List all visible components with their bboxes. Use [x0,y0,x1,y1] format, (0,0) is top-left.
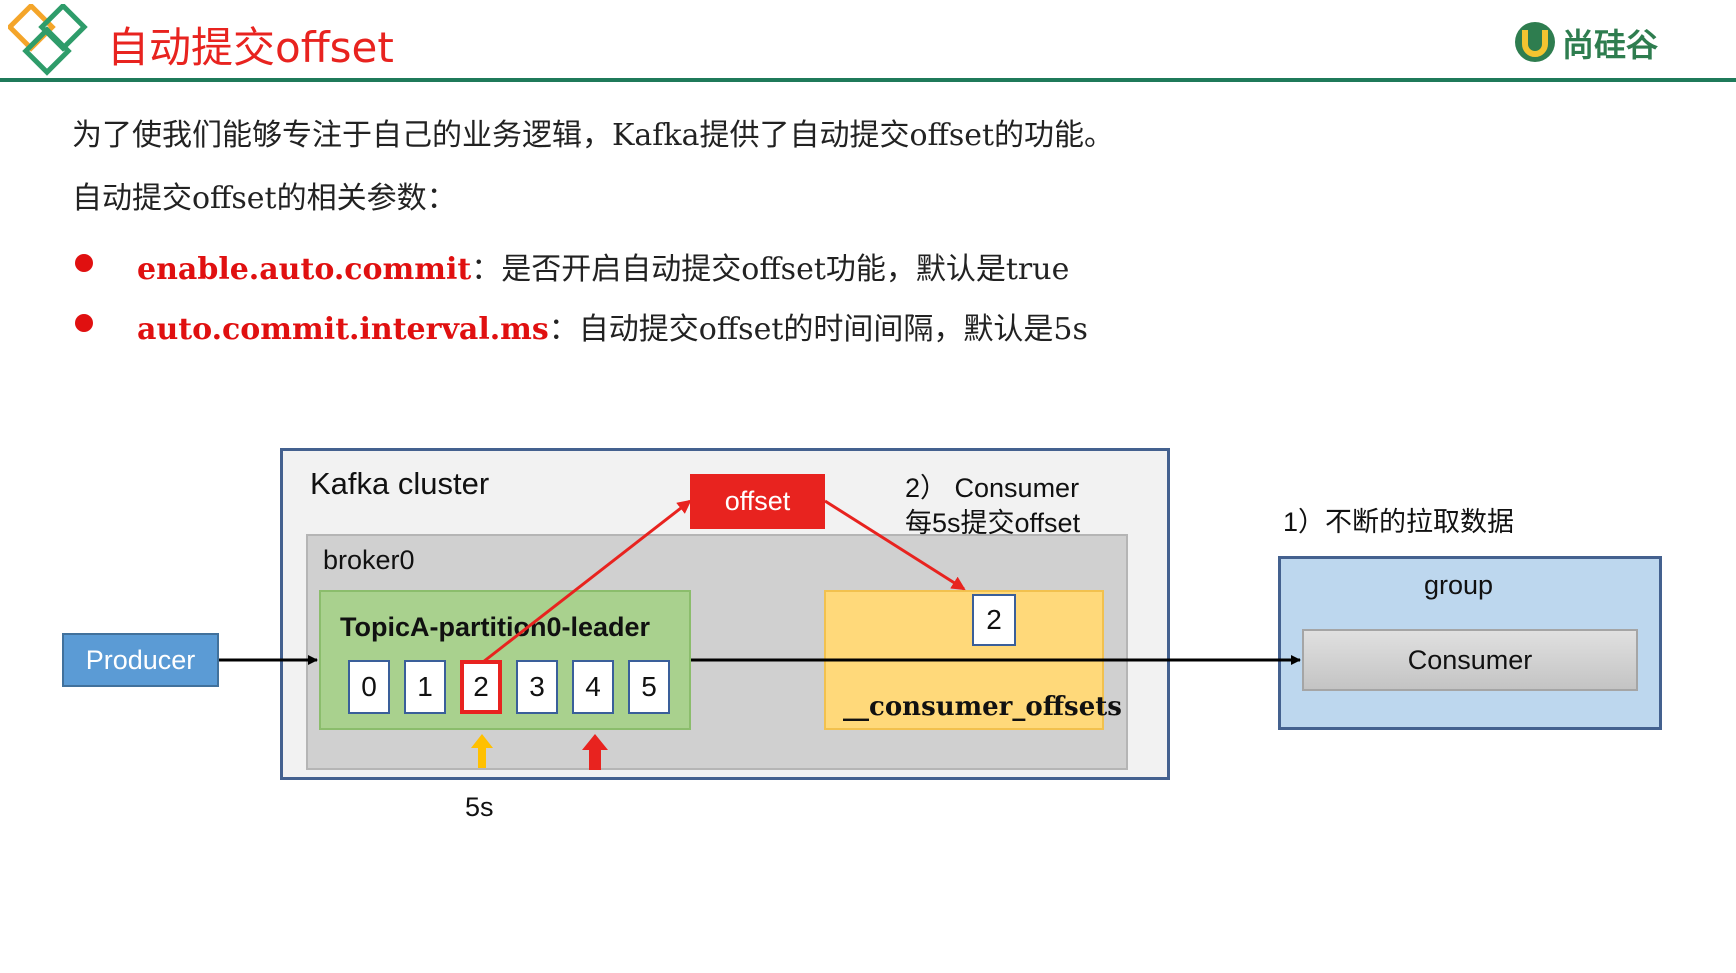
broker-label: broker0 [323,545,415,575]
offset-cell: 4 [572,660,614,714]
offset-cell: 3 [516,660,558,714]
param-desc: ：是否开启自动提交offset功能，默认是true [471,252,1070,287]
offset-cell: 0 [348,660,390,714]
consumer-offsets-label: __consumer_offsets [843,692,1122,722]
offset-cell-committed: 2 [460,660,502,714]
consumer-note-1: 2） Consumer [905,473,1080,503]
param-item: enable.auto.commit：是否开启自动提交offset功能，默认是t… [137,244,1069,288]
param-key: auto.commit.interval.ms [137,312,549,347]
producer-label: Producer [85,644,196,675]
partition-label: TopicA-partition0-leader [340,612,651,642]
param-desc: ：自动提交offset的时间间隔，默认是5s [548,312,1088,347]
intro-line-2: 自动提交offset的相关参数： [72,181,457,216]
intro-line-1: 为了使我们能够专注于自己的业务逻辑，Kafka提供了自动提交offset的功能。 [72,118,1115,153]
header-divider [0,78,1736,82]
committed-offset-cell: 2 [972,594,1016,646]
producer-box: Producer [62,633,219,687]
consumer-label: Consumer [1407,644,1533,675]
consumer-box: Consumer [1302,629,1638,691]
logo-icon [6,2,92,78]
brand-logo-icon [1512,16,1558,66]
offset-box: offset [690,474,825,529]
page-title: 自动提交offset [107,23,394,72]
bullet-dot [75,314,93,332]
brand-name: 尚硅谷 [1562,26,1659,64]
offset-cell: 1 [404,660,446,714]
param-item: auto.commit.interval.ms：自动提交offset的时间间隔，… [137,304,1088,348]
interval-label: 5s [465,792,494,822]
red-up-arrow [582,734,608,770]
param-key: enable.auto.commit [137,252,472,287]
offset-cell: 5 [628,660,670,714]
pull-note: 1）不断的拉取数据 [1283,507,1515,537]
cluster-label: Kafka cluster [310,466,490,501]
bullet-dot [75,254,93,272]
commit-arrow-down [824,499,966,591]
yellow-up-arrow [471,734,493,768]
offset-label: offset [724,486,791,516]
group-label: group [1424,570,1494,600]
commit-arrow-up [482,499,692,664]
consumer-note-2: 每5s提交offset [905,508,1081,538]
